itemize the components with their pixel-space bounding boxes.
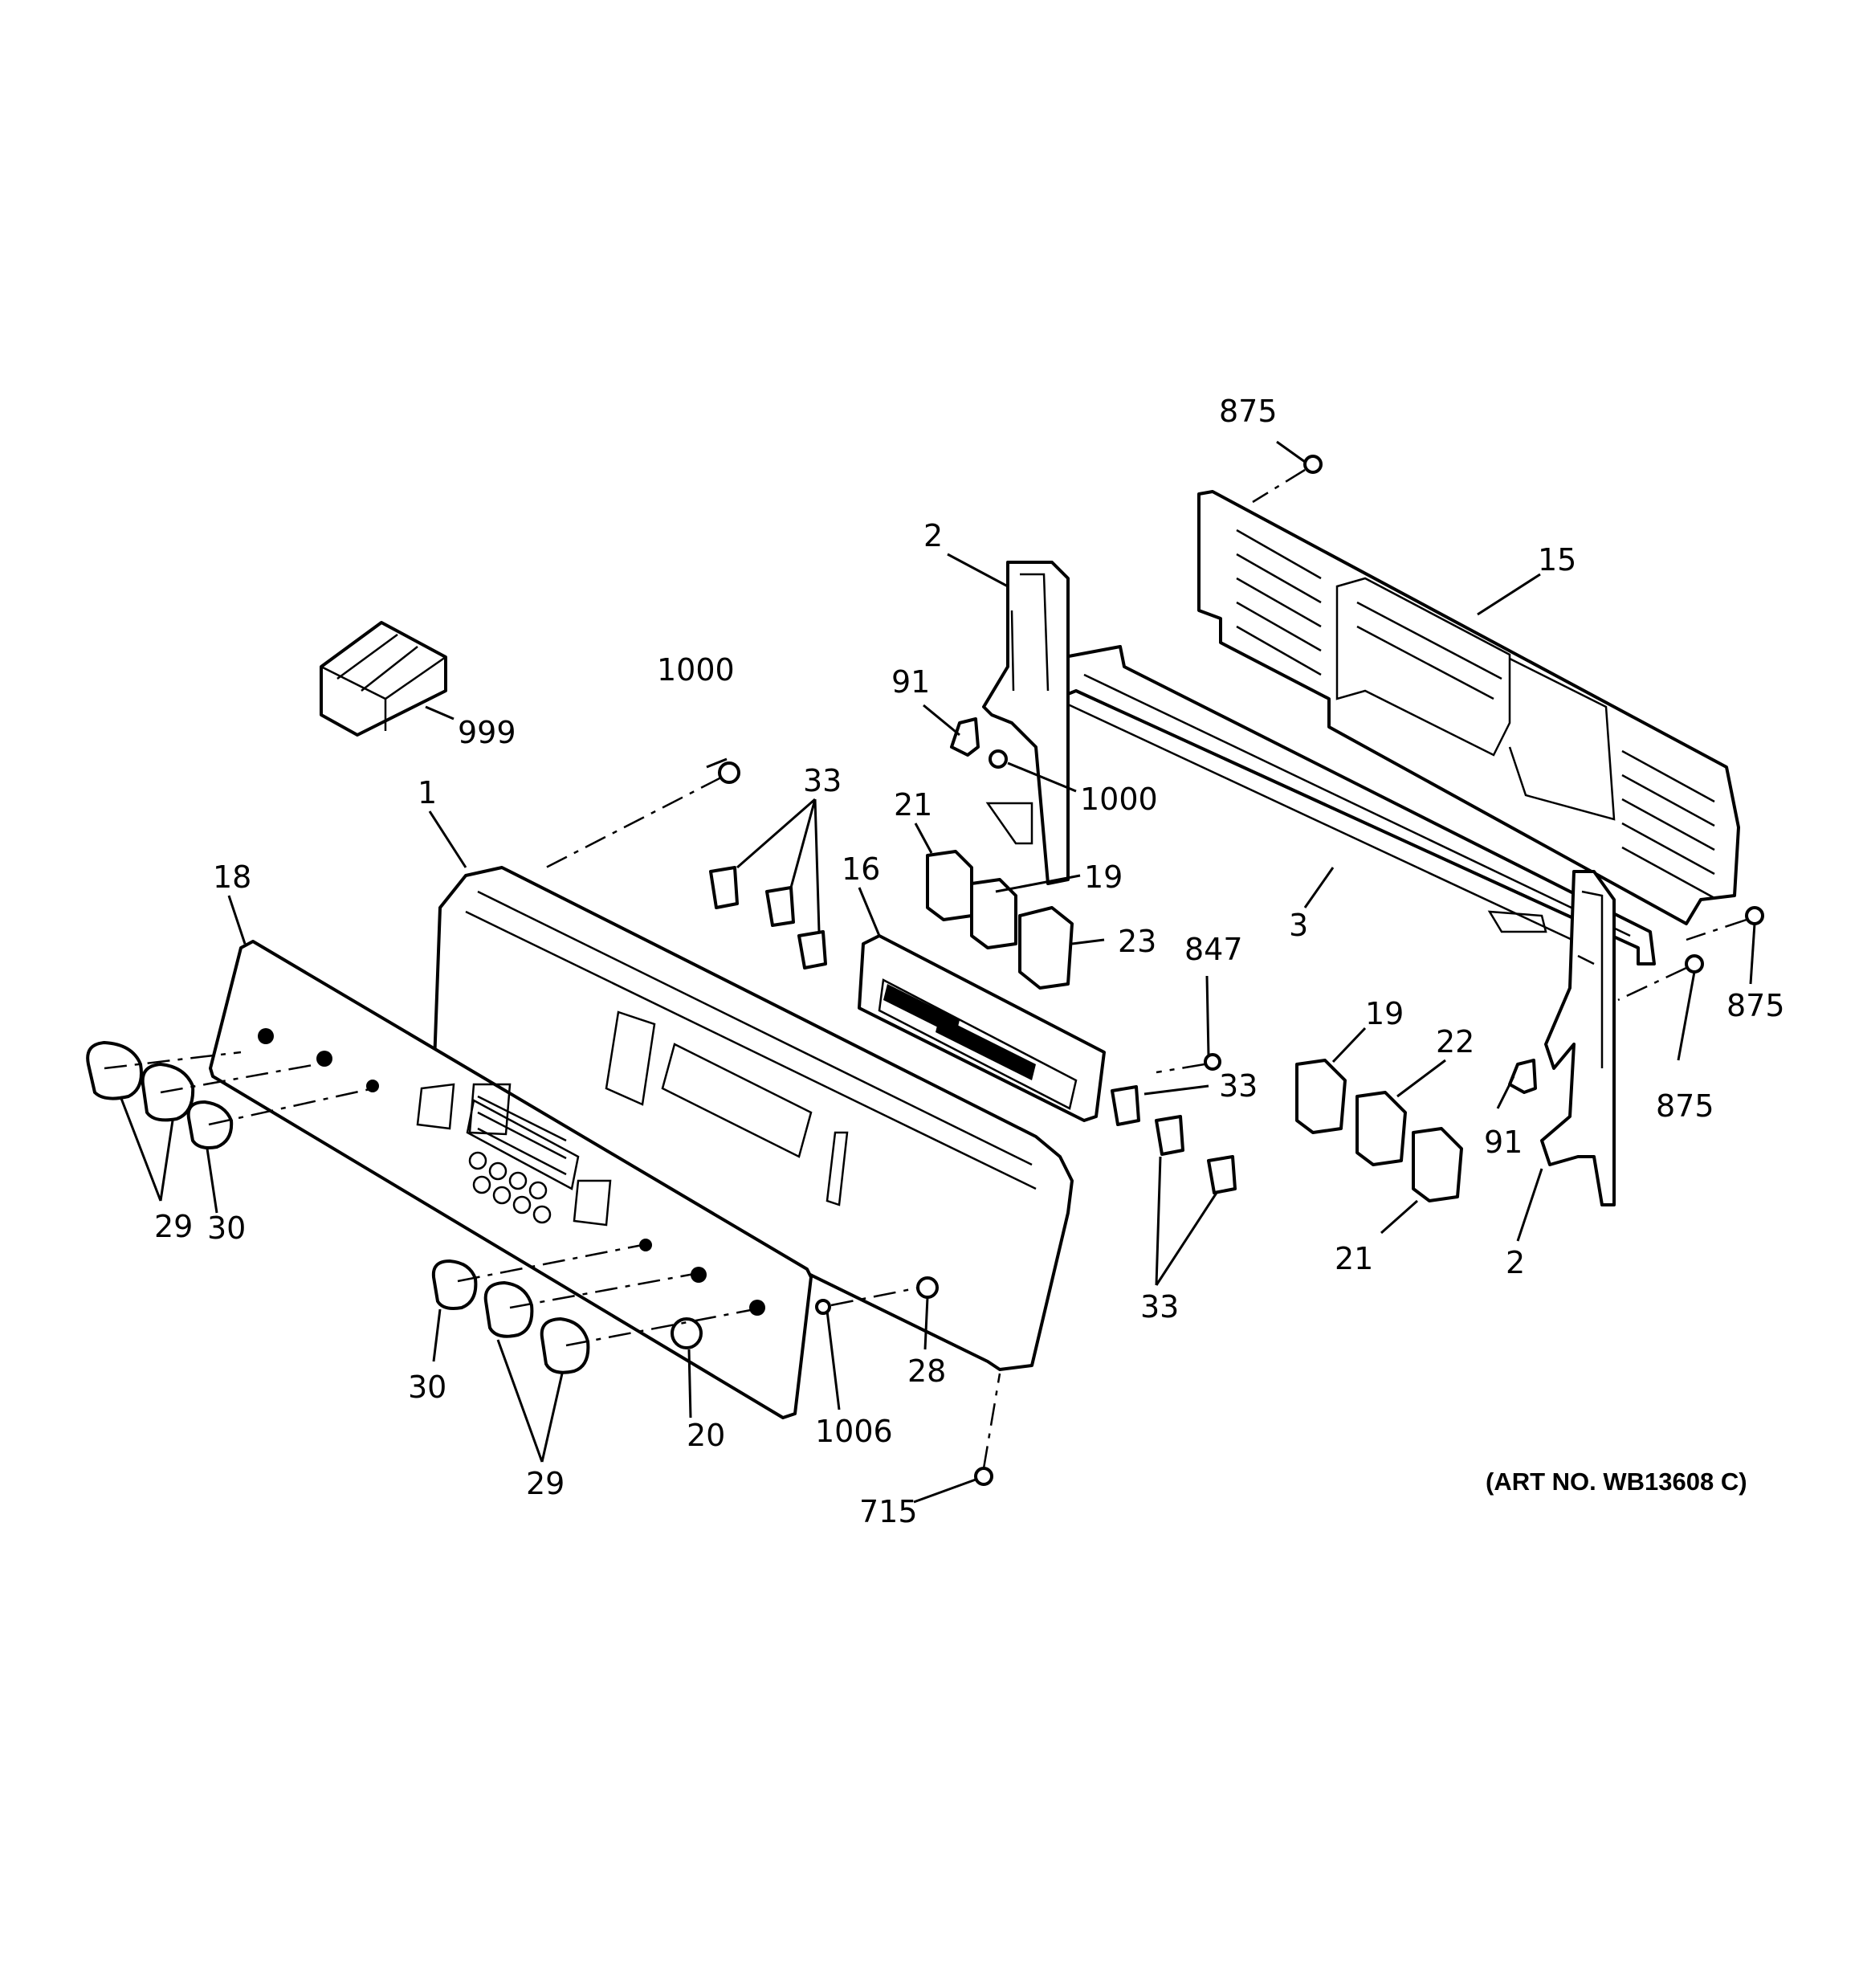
end-cap-right-part-2	[1540, 870, 1616, 1206]
callout-16: 16	[842, 851, 880, 887]
callout-19-lower: 19	[1365, 996, 1404, 1031]
callout-875-top: 875	[1219, 394, 1278, 429]
switches-lower	[1295, 1059, 1463, 1202]
callout-875-lower: 875	[1656, 1088, 1714, 1124]
callout-1: 1	[418, 775, 437, 810]
callout-1006: 1006	[815, 1414, 893, 1449]
callout-28: 28	[907, 1353, 946, 1389]
front-fascia-part-18	[209, 940, 813, 1419]
package-box-part-999	[320, 621, 447, 737]
knob-group-right	[431, 1259, 703, 1374]
callout-3: 3	[1289, 908, 1308, 943]
callout-29-left: 29	[154, 1209, 193, 1244]
rear-panel-part-15	[1197, 490, 1740, 925]
callout-30-right: 30	[408, 1370, 446, 1405]
callout-21-upper: 21	[894, 787, 932, 823]
callout-23: 23	[1118, 924, 1156, 959]
callout-2-upper: 2	[923, 518, 943, 553]
spacers-part-33	[709, 866, 1237, 1194]
callout-33-lower: 33	[1140, 1289, 1179, 1325]
callout-1000-left: 1000	[657, 652, 735, 688]
callout-19-upper: 19	[1084, 859, 1123, 895]
end-cap-left-part-2	[982, 561, 1070, 885]
switches-upper	[926, 850, 1074, 990]
art-number-label: (ART NO. WB13608 C)	[1486, 1468, 1747, 1496]
callout-2-lower: 2	[1506, 1245, 1525, 1280]
callout-1000-right: 1000	[1080, 782, 1158, 817]
callout-715: 715	[859, 1494, 918, 1529]
callout-labels: 875 2 15 91 1000 1000 999 33 21 1 16 19 …	[154, 394, 1785, 1529]
leader-lines	[119, 440, 1756, 1504]
callout-847: 847	[1184, 932, 1243, 967]
knob-group-left	[86, 1041, 234, 1149]
callout-875-right: 875	[1726, 988, 1785, 1023]
callout-33-middle: 33	[1219, 1068, 1258, 1104]
callout-30-left: 30	[207, 1210, 246, 1246]
assembly-lines	[104, 468, 1747, 1469]
callout-999: 999	[458, 715, 516, 750]
callout-20: 20	[687, 1418, 725, 1453]
callout-22: 22	[1436, 1024, 1474, 1059]
callout-29-right: 29	[526, 1466, 565, 1501]
callout-33-upper: 33	[803, 763, 842, 798]
callout-91-upper: 91	[891, 664, 930, 700]
callout-91-lower: 91	[1484, 1125, 1523, 1160]
callout-21-lower: 21	[1335, 1241, 1373, 1276]
callout-15: 15	[1538, 542, 1576, 578]
callout-18: 18	[213, 859, 251, 895]
